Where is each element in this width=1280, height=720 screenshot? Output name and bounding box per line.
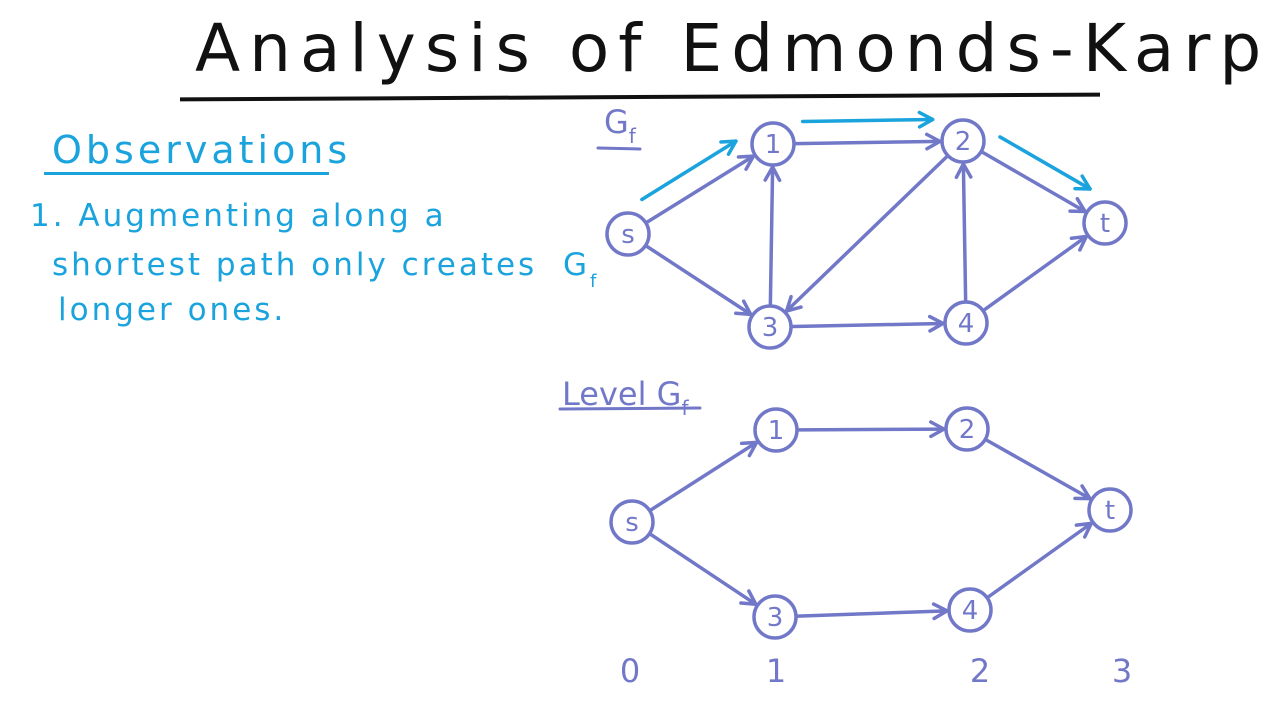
- level-graph-label-main: Level G: [562, 375, 681, 413]
- residual-graph-edge-4-2-line: [961, 162, 968, 302]
- residual-graph-edge-4-t-line: [982, 234, 1089, 312]
- residual-graph-augmenting-path-0-arrowhead: [719, 139, 738, 156]
- residual-graph-node-t: [1082, 200, 1128, 246]
- observation-line-2-text: shortest path only creates: [52, 247, 538, 283]
- level-graph-edge-2-t-line: [985, 438, 1092, 501]
- observation-gf-sub: f: [589, 271, 597, 292]
- residual-graph-augmenting-path-1-line: [800, 117, 935, 124]
- residual-graph-edge-3-4-line: [791, 321, 945, 329]
- level-graph-edge-s-3-arrowhead: [739, 589, 758, 607]
- level-graph-edge-3-4-line: [796, 609, 949, 618]
- level-graph-node-2: [944, 406, 990, 452]
- residual-graph-augmenting-path-1-arrowhead: [917, 110, 935, 129]
- residual-graph-node-label-s: s: [621, 220, 635, 250]
- residual-graph-edge-s-1-line: [645, 154, 756, 224]
- level-graph-edge-2-t-arrowhead: [1073, 484, 1092, 501]
- residual-graph-edge-s-3-line: [645, 244, 753, 317]
- observation-line-2: shortest path only creates Gf: [52, 247, 596, 292]
- observation-line-1: 1. Augmenting along a: [30, 198, 447, 234]
- residual-graph-node-label-2: 2: [955, 127, 972, 157]
- residual-graph-label-sub: f: [629, 124, 637, 148]
- residual-graph-node-s: [605, 211, 651, 257]
- residual-graph-augmenting-path-2-arrowhead: [1073, 174, 1092, 191]
- level-graph-level-0: 0: [620, 652, 640, 690]
- residual-graph-node-3: [747, 304, 793, 350]
- residual-graph-edge-s-1-arrowhead: [736, 154, 756, 171]
- residual-graph-node-1: [750, 121, 796, 167]
- residual-graph-edge-2-3-arrowhead: [784, 294, 803, 313]
- level-graph-node-1: [753, 407, 799, 453]
- residual-graph-node-label-3: 3: [762, 313, 779, 343]
- level-graph-edge-1-2-arrowhead: [929, 420, 946, 439]
- residual-graph-node-4: [943, 300, 989, 346]
- level-graph-node-label-1: 1: [768, 416, 785, 446]
- level-graph-node-label-t: t: [1105, 496, 1115, 526]
- level-graph-label-underline: [558, 406, 702, 411]
- residual-graph-node-2: [940, 118, 986, 164]
- level-graph-edge-3-4-arrowhead: [931, 602, 949, 621]
- level-graph-node-label-3: 3: [767, 603, 784, 633]
- level-graph-node-label-4: 4: [962, 596, 979, 626]
- residual-graph-edge-1-2-line: [794, 139, 942, 146]
- residual-graph-edge-4-2-arrowhead: [954, 162, 973, 180]
- residual-graph-edge-4-t-arrowhead: [1069, 234, 1089, 252]
- observations-heading: Observations: [52, 128, 352, 172]
- level-graph-level-1: 1: [766, 652, 786, 690]
- residual-graph-augmenting-path-0-line: [640, 139, 738, 202]
- residual-graph-label-underline: [596, 146, 642, 151]
- residual-graph-edge-2-t-line: [981, 150, 1087, 214]
- level-graph-edge-s-1-arrowhead: [739, 440, 759, 458]
- residual-graph-node-label-4: 4: [958, 309, 975, 339]
- residual-graph-edge-3-4-arrowhead: [927, 314, 945, 333]
- observation-gf-main: G: [562, 247, 590, 283]
- level-graph-level-2: 2: [970, 652, 990, 690]
- residual-graph-edge-2-t-arrowhead: [1068, 196, 1087, 214]
- residual-graph-node-label-t: t: [1100, 209, 1110, 239]
- level-graph-edge-s-3-line: [649, 532, 758, 607]
- residual-graph-label: Gf: [604, 103, 637, 148]
- level-graph-node-t: [1087, 487, 1133, 533]
- residual-graph-label-main: G: [604, 103, 629, 141]
- residual-graph-edge-2-3-line: [784, 155, 949, 313]
- level-graph-edge-1-2-line: [797, 427, 946, 432]
- level-graph-edge-4-t-line: [986, 521, 1094, 599]
- level-graph-node-s: [609, 499, 655, 545]
- level-graph-level-3: 3: [1112, 652, 1132, 690]
- residual-graph-edge-3-1-arrowhead: [763, 165, 782, 183]
- observations-underline: [44, 172, 329, 175]
- residual-graph-edge-1-2-arrowhead: [924, 132, 942, 151]
- level-graph-node-label-2: 2: [959, 415, 976, 445]
- residual-graph-edge-s-3-arrowhead: [734, 299, 753, 317]
- observation-gf-label: Gf: [550, 247, 596, 292]
- level-graph-node-3: [752, 594, 798, 640]
- level-graph-node-label-s: s: [625, 508, 639, 538]
- level-graph-edge-4-t-arrowhead: [1074, 521, 1094, 539]
- page-title: Analysis of Edmonds-Karp: [195, 10, 1271, 87]
- observation-line-3: longer ones.: [58, 292, 287, 328]
- residual-graph-node-label-1: 1: [765, 130, 782, 160]
- residual-graph-edge-3-1-line: [768, 165, 775, 306]
- level-graph-edge-s-1-line: [649, 440, 759, 512]
- level-graph-label: Level Gf: [562, 375, 689, 420]
- level-graph-node-4: [947, 587, 993, 633]
- residual-graph-augmenting-path-2-line: [998, 135, 1092, 191]
